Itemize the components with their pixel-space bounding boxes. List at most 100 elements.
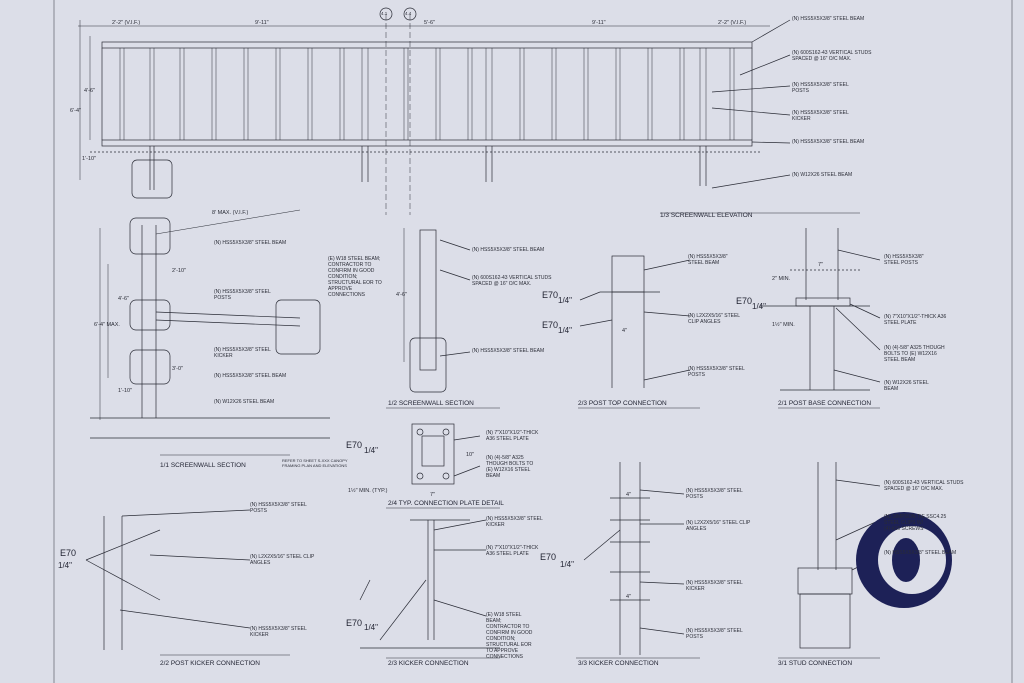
drawing-title: 2/2 POST KICKER CONNECTION	[160, 660, 260, 667]
drawing-title: 2/3 POST TOP CONNECTION	[578, 400, 667, 407]
drawing-title: 1/2 SCREENWALL SECTION	[388, 400, 474, 407]
drawing-title: 3/3 KICKER CONNECTION	[578, 660, 659, 667]
dim: 9'-11"	[255, 20, 269, 26]
dim: 4'-6"	[396, 292, 407, 298]
callout: (N) HSS5X5X3/8" STEEL POSTS	[686, 488, 743, 500]
dim: 10"	[466, 452, 475, 458]
drawing-title: 2/4 TYP. CONNECTION PLATE DETAIL	[388, 500, 504, 507]
callout: (N) (4)-5/8" A325 THOUGH BOLTS TO (E) W1…	[884, 345, 945, 363]
weld-symbol: E70	[542, 320, 559, 330]
dim: 8' MAX. (V.I.F.)	[212, 210, 249, 216]
dim: 2'-2" (V.I.F.)	[718, 20, 747, 26]
callout: (N) W12X26 STEEL BEAM	[884, 380, 929, 392]
weld-size: 1/4"	[752, 302, 766, 311]
section-1-1	[90, 209, 330, 456]
weld-symbol: E70	[346, 618, 363, 628]
dim: 2'-2" (V.I.F.)	[112, 20, 141, 26]
callout: (N) HSS5X5X3/8" STEEL POSTS	[884, 254, 924, 266]
dim: 6'-4"	[70, 108, 81, 114]
post-top-detail	[578, 255, 700, 409]
callout: (N) HSS5X5X3/8" STEEL KICKER	[686, 580, 743, 592]
callout: (N) HSS5X5X3/8" STEEL BEAM	[688, 254, 728, 266]
callout: (N) W12X26 STEEL BEAM	[792, 172, 853, 178]
dim: 1'-10"	[118, 388, 133, 394]
callout: (N) L2X2X5/16" STEEL CLIP ANGLES	[686, 520, 751, 532]
callout: (N) (4)-5/8" A325 THOUGH BOLTS TO (E) W1…	[486, 455, 534, 479]
callout: (E) W18 STEEL BEAM; CONTRACTOR TO CONFIR…	[328, 256, 382, 298]
circle-logo-icon	[856, 512, 952, 608]
callout: (N) 600S162-43 VERTICAL STUDS SPACED @ 1…	[884, 480, 964, 492]
dim: 7"	[430, 492, 436, 498]
dim: 1½" MIN. (TYP.)	[348, 488, 388, 494]
dim: 6'-4" MAX.	[94, 322, 120, 328]
dim: 4"	[622, 328, 628, 334]
post-kicker-detail	[85, 509, 290, 656]
callout: (N) 7"X10"X1/2"-THICK A36 STEEL PLATE	[486, 430, 539, 442]
grid-tag: 4.4	[405, 11, 412, 16]
plate-detail	[386, 423, 500, 509]
callout: (N) HSS5X5X3/8" STEEL POSTS	[688, 366, 745, 378]
dim: 4'-6"	[118, 296, 129, 302]
callout: (N) L2X2X5/16" STEEL CLIP ANGLES	[250, 554, 315, 566]
drawing-title: 1/1 SCREENWALL SECTION	[160, 462, 246, 469]
dim: 1½" MIN.	[772, 322, 795, 328]
callout: (N) HSS5X5X3/8" STEEL KICKER	[486, 516, 543, 528]
weld-size: 1/4"	[58, 561, 72, 570]
callout: (N) HSS5X5X3/8" STEEL BEAM	[472, 247, 545, 253]
section-1-2	[386, 228, 500, 409]
weld-size: 1/4"	[558, 326, 572, 335]
dim: 2'-10"	[172, 268, 187, 274]
dim: 2" MIN.	[772, 276, 791, 282]
drawing-title: 1/3 SCREENWALL ELEVATION	[660, 212, 753, 219]
dim: 9'-11"	[592, 20, 606, 26]
weld-symbol: E70	[346, 440, 363, 450]
weld-size: 1/4"	[364, 623, 378, 632]
dim: 4"	[626, 492, 632, 498]
dim: 1'-10"	[82, 156, 97, 162]
callout: (N) L2X2X5/16" STEEL CLIP ANGLES	[688, 313, 741, 325]
callout: (N) 7"X10"X1/2"-THICK A36 STEEL PLATE	[486, 545, 539, 557]
dim: 3'-0"	[172, 366, 183, 372]
callout: (N) HSS5X5X3/8" STEEL BEAM	[214, 240, 287, 246]
callout: (N) 7"X10"X1/2"-THICK A36 STEEL PLATE	[884, 314, 947, 326]
weld-symbol: E70	[540, 552, 557, 562]
weld-symbol: E70	[736, 296, 753, 306]
callout: (N) HSS5X5X3/8" STEEL BEAM	[792, 16, 865, 22]
callout: (N) HSS5X5X3/8" STEEL POSTS	[214, 289, 271, 301]
kicker-detail-2	[576, 462, 700, 659]
callout: (N) HSS5X5X3/8" STEEL POSTS	[250, 502, 307, 514]
post-base-detail	[760, 228, 881, 409]
weld-symbol: E70	[60, 548, 77, 558]
callout: (N) HSS5X5X3/8" STEEL KICKER	[792, 110, 849, 122]
stud-detail	[778, 462, 881, 659]
callout: (N) HSS5X5X3/8" STEEL BEAM	[792, 139, 865, 145]
weld-size: 1/4"	[364, 446, 378, 455]
callout: (N) HSS5X5X3/8" STEEL BEAM	[884, 550, 957, 556]
elevation-frame	[78, 7, 860, 215]
weld-size: 1/4"	[560, 560, 574, 569]
weld-size: 1/4"	[558, 296, 572, 305]
callout: (N) HSS5X5X3/8" STEEL POSTS	[792, 82, 849, 94]
drawing-title: 2/1 POST BASE CONNECTION	[778, 400, 872, 407]
note: REFER TO SHEET S-XXX CANOPY FRAMING PLAN…	[282, 458, 348, 468]
kicker-detail	[359, 519, 500, 659]
callout: (N) 600S162-43 VERTICAL STUDS SPACED @ 1…	[792, 50, 872, 62]
weld-symbol: E70	[542, 290, 559, 300]
callout: (N) HSS5X5X3/8" STEEL KICKER	[250, 626, 307, 638]
dim: 4'-6"	[84, 88, 95, 94]
callout: (N) HSS5X5X3/8" STEEL POSTS	[686, 628, 743, 640]
callout: (N) W12X26 STEEL BEAM	[214, 399, 275, 405]
callout: (E) W18 STEEL BEAM; CONTRACTOR TO CONFIR…	[486, 612, 533, 660]
callout: (N) 600S162-43 VERTICAL STUDS SPACED @ 1…	[472, 275, 552, 287]
grid-tag: 4.1	[381, 11, 388, 16]
callout: (N) HSS5X5X3/8" STEEL BEAM	[214, 373, 287, 379]
callout: (N) SIMPSON-TIE SSC4.25 STEEL CLIPS W/ (…	[884, 514, 947, 532]
dim: 4"	[626, 594, 632, 600]
drawing-title: 3/1 STUD CONNECTION	[778, 660, 853, 667]
dim: 5'-6"	[424, 20, 435, 26]
dim: 7"	[818, 262, 824, 268]
callout: (N) HSS5X5X3/8" STEEL BEAM	[472, 348, 545, 354]
callout: (N) HSS5X5X3/8" STEEL KICKER	[214, 347, 271, 359]
